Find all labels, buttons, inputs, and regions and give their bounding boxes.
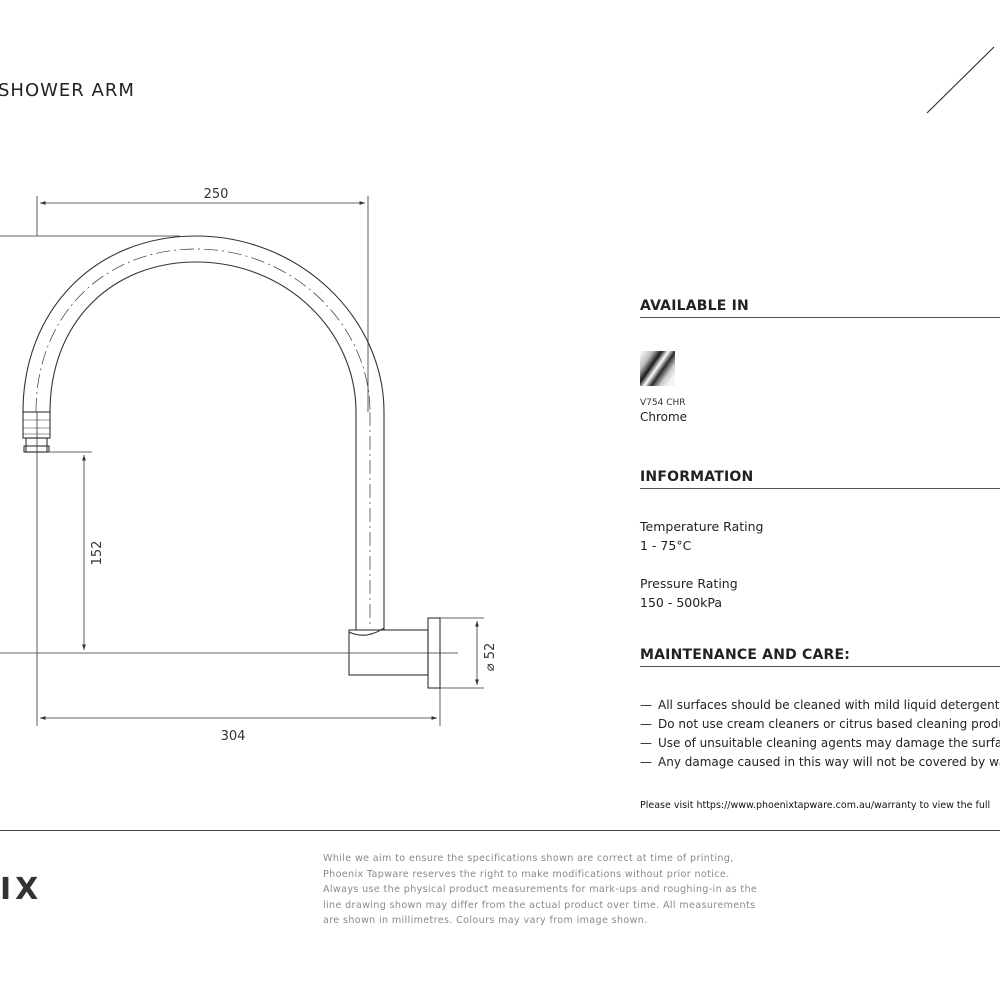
list-item: — Do not use cream cleaners or citrus bas… bbox=[640, 715, 1000, 734]
temperature-rating-value: 1 - 75°C bbox=[640, 538, 692, 553]
information-heading: INFORMATION bbox=[640, 469, 754, 485]
disclaimer-line: are shown in millimetres. Colours may va… bbox=[323, 915, 648, 926]
product-title: SHOWER ARM bbox=[0, 80, 135, 101]
disclaimer-line: While we aim to ensure the specification… bbox=[323, 853, 734, 864]
dimension-label-152: 152 bbox=[90, 541, 105, 566]
brand-logo: IX bbox=[0, 872, 43, 907]
disclaimer-line: Always use the physical product measurem… bbox=[323, 884, 758, 895]
dimension-lines bbox=[36, 196, 484, 726]
section-divider bbox=[640, 488, 1000, 489]
disclaimer-line: Phoenix Tapware reserves the right to ma… bbox=[323, 868, 730, 880]
section-divider bbox=[640, 666, 1000, 667]
pressure-rating-label: Pressure Rating bbox=[640, 576, 738, 591]
dimension-label-diameter: ⌀ 52 bbox=[483, 643, 498, 672]
dash-bullet: — bbox=[640, 755, 652, 769]
list-item-text: Use of unsuitable cleaning agents may da… bbox=[658, 736, 1000, 750]
footer-divider bbox=[0, 830, 1000, 831]
list-item-text: All surfaces should be cleaned with mild… bbox=[658, 698, 1000, 712]
disclaimer-text: While we aim to ensure the specification… bbox=[323, 851, 763, 929]
dimension-label-250: 250 bbox=[204, 187, 229, 202]
list-item: — All surfaces should be cleaned with mil… bbox=[640, 696, 1000, 715]
list-item: — Use of unsuitable cleaning agents may d… bbox=[640, 734, 1000, 753]
maintenance-list: — All surfaces should be cleaned with mil… bbox=[640, 696, 1000, 772]
list-item-text: Do not use cream cleaners or citrus base… bbox=[658, 717, 1000, 731]
shower-arm-outline bbox=[0, 235, 458, 689]
dash-bullet: — bbox=[640, 717, 652, 731]
dimension-label-304: 304 bbox=[221, 729, 246, 744]
product-code: V754 CHR bbox=[640, 398, 686, 408]
temperature-rating-label: Temperature Rating bbox=[640, 519, 764, 534]
list-item: — Any damage caused in this way will not … bbox=[640, 753, 1000, 772]
disclaimer-line: line drawing shown may differ from the a… bbox=[323, 899, 756, 911]
maintenance-heading: MAINTENANCE AND CARE: bbox=[640, 647, 851, 663]
available-in-heading: AVAILABLE IN bbox=[640, 298, 749, 314]
warranty-visit-text: Please visit https://www.phoenixtapware.… bbox=[640, 800, 991, 811]
section-divider bbox=[640, 317, 1000, 318]
technical-drawing: 250 152 304 ⌀ 52 bbox=[0, 187, 498, 744]
chrome-swatch-icon bbox=[640, 351, 675, 386]
list-item-text: Any damage caused in this way will not b… bbox=[658, 755, 1000, 769]
dash-bullet: — bbox=[640, 698, 652, 712]
finish-name: Chrome bbox=[640, 410, 688, 424]
dash-bullet: — bbox=[640, 736, 652, 750]
pressure-rating-value: 150 - 500kPa bbox=[640, 595, 723, 610]
corner-decorative-line bbox=[926, 46, 995, 114]
